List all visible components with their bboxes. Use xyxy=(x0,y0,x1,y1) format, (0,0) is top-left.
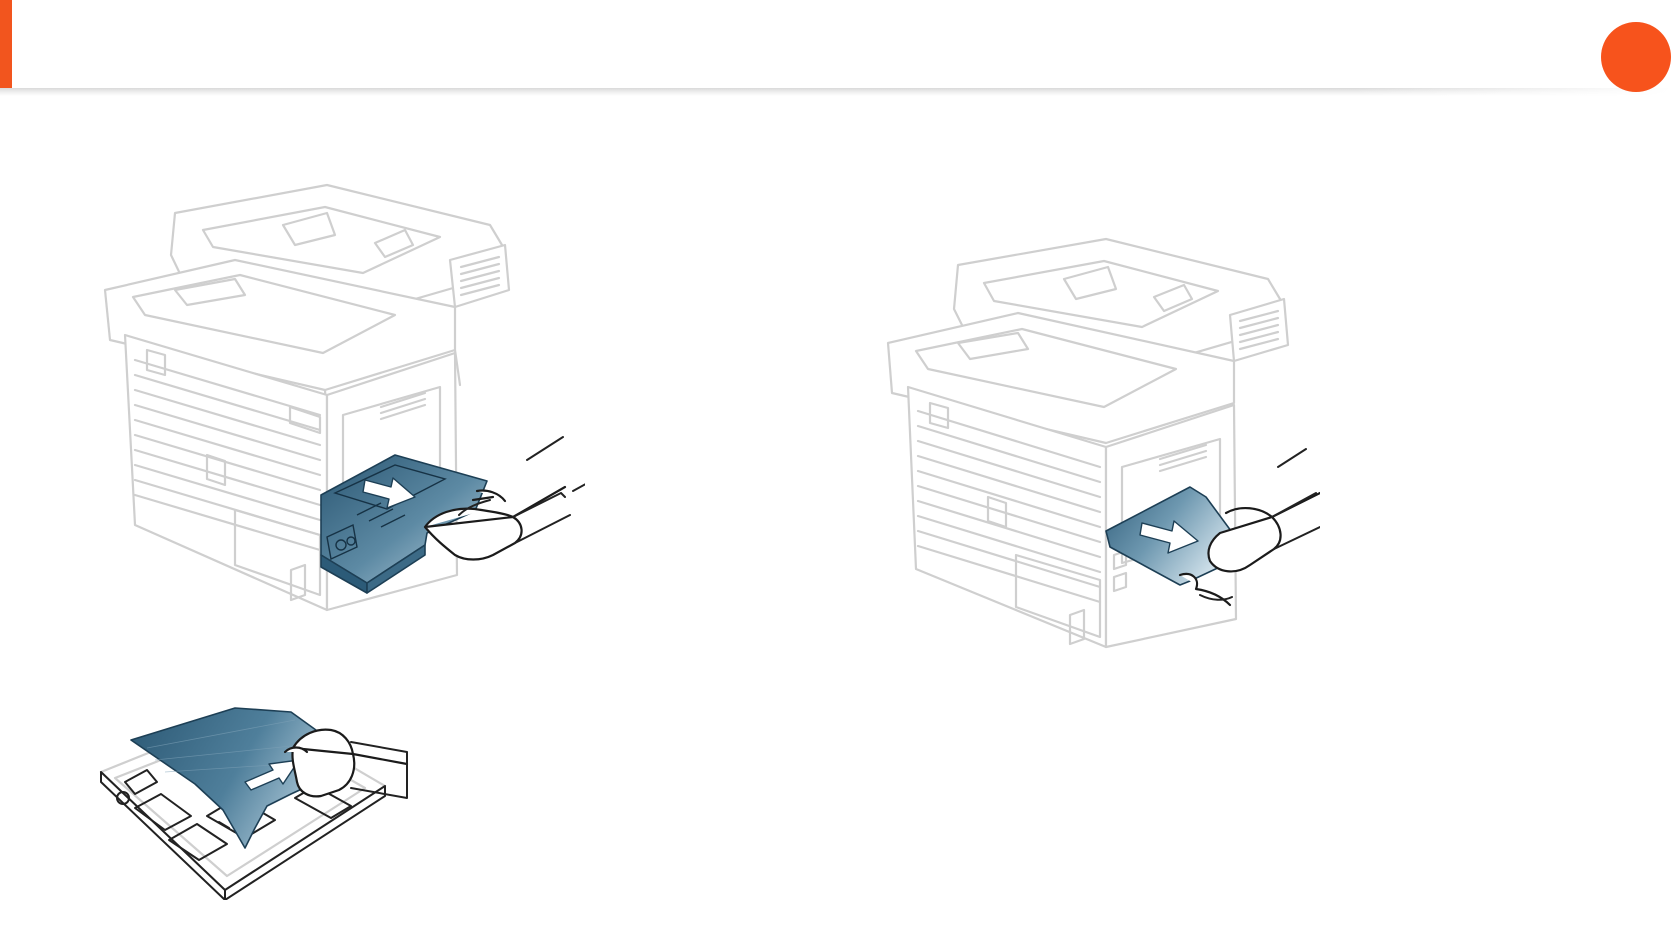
page-number-badge xyxy=(1601,22,1671,92)
pull-paper-from-duplex-unit-illustration xyxy=(95,690,425,900)
printer-rear-paper-pull-icon xyxy=(880,235,1320,655)
remove-rear-duplex-unit-illustration xyxy=(95,175,585,630)
duplex-unit-paper-pull-icon xyxy=(95,690,425,900)
pull-jammed-paper-from-rear-illustration xyxy=(880,235,1320,655)
printer-rear-duplex-unit-pull-icon xyxy=(95,175,585,630)
header-accent-bar xyxy=(0,0,12,92)
